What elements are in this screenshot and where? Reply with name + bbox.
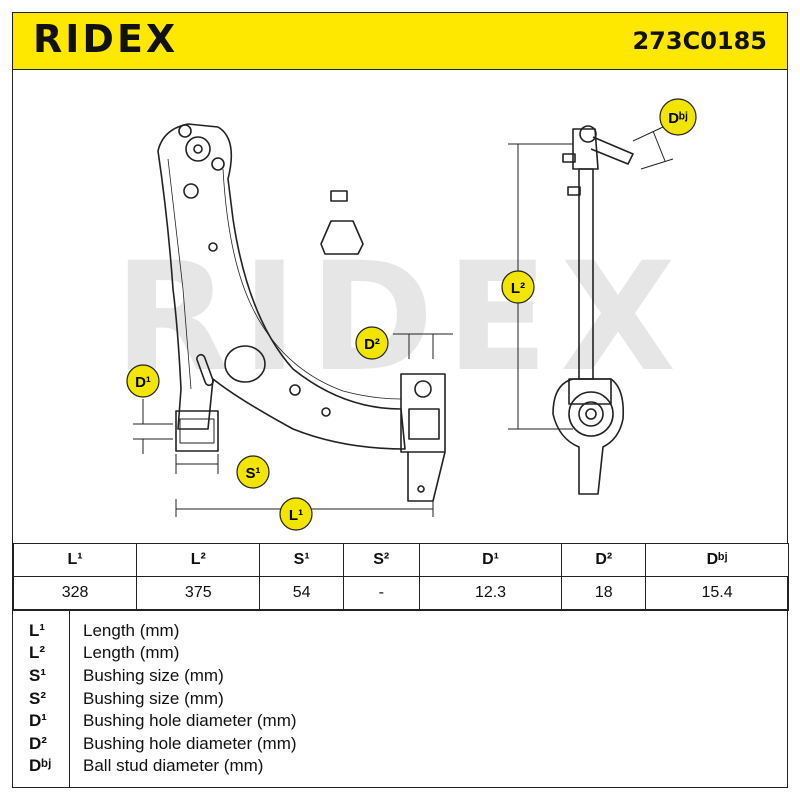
legend-symbol: L²	[29, 643, 46, 662]
svg-text:Dᵇʲ: Dᵇʲ	[668, 110, 688, 127]
table-header-cell: Dᵇʲ	[645, 543, 789, 577]
table-header-cell: S²	[342, 543, 420, 577]
legend-item: D² Bushing hole diameter (mm)	[13, 734, 789, 756]
specification-table: L¹ L² S¹ S² D¹ D² Dᵇʲ 328 375 54 - 12.3 …	[12, 543, 789, 610]
label-d2: D²	[355, 326, 389, 360]
part-number: 273C0185	[632, 27, 767, 55]
control-arm-outline	[157, 123, 406, 450]
legend-symbol: D²	[29, 734, 47, 753]
datasheet: RIDEX 273C0185 RIDEX	[12, 12, 789, 788]
table-header-row: L¹ L² S¹ S² D¹ D² Dᵇʲ	[12, 543, 789, 577]
left-bushing	[175, 410, 219, 452]
svg-text:S¹: S¹	[246, 465, 261, 482]
legend-item: L² Length (mm)	[13, 643, 789, 665]
legend-text: Bushing hole diameter (mm)	[83, 734, 297, 753]
svg-text:D²: D²	[364, 336, 380, 353]
legend-text: Bushing size (mm)	[83, 666, 224, 685]
legend-text: Bushing hole diameter (mm)	[83, 711, 297, 730]
table-cell: 328	[12, 576, 138, 610]
technical-drawing: RIDEX	[13, 69, 789, 543]
svg-text:L¹: L¹	[289, 507, 303, 524]
header-bar: RIDEX 273C0185	[13, 13, 787, 70]
legend-symbol: D¹	[29, 711, 47, 730]
legend-text: Length (mm)	[83, 621, 180, 640]
table-header-cell: D²	[561, 543, 647, 577]
legend-symbol: Dᵇʲ	[29, 756, 52, 775]
label-s1: S¹	[236, 455, 270, 489]
table-cell: -	[342, 576, 420, 610]
right-bushing	[400, 373, 446, 453]
legend-symbol: S²	[29, 689, 46, 708]
legend-item: Dᵇʲ Ball stud diameter (mm)	[13, 756, 789, 778]
legend: L¹ Length (mm) L² Length (mm) S¹ Bushing…	[13, 610, 789, 788]
label-dbj: Dᵇʲ	[659, 98, 697, 136]
table-header-cell: D¹	[418, 543, 563, 577]
legend-item: S¹ Bushing size (mm)	[13, 666, 789, 688]
legend-symbol: L¹	[29, 621, 46, 640]
svg-text:L²: L²	[511, 280, 525, 297]
legend-text: Ball stud diameter (mm)	[83, 756, 264, 775]
label-d1: D¹	[126, 364, 160, 398]
legend-item: S² Bushing size (mm)	[13, 689, 789, 711]
legend-divider	[69, 611, 70, 788]
legend-symbol: S¹	[29, 666, 46, 685]
table-header-cell: L¹	[12, 543, 138, 577]
legend-text: Length (mm)	[83, 643, 180, 662]
table-cell: 12.3	[418, 576, 563, 610]
table-cell: 18	[561, 576, 647, 610]
watermark-text: RIDEX	[114, 231, 688, 405]
brand-logo: RIDEX	[33, 17, 179, 61]
table-cell: 375	[136, 576, 261, 610]
legend-item: D¹ Bushing hole diameter (mm)	[13, 711, 789, 733]
table-row: 328 375 54 - 12.3 18 15.4	[12, 576, 789, 610]
legend-text: Bushing size (mm)	[83, 689, 224, 708]
svg-text:D¹: D¹	[135, 374, 151, 391]
table-cell: 54	[259, 576, 344, 610]
table-header-cell: S¹	[259, 543, 344, 577]
bushing-cone	[320, 220, 364, 255]
label-l1: L¹	[279, 497, 313, 531]
table-cell: 15.4	[645, 576, 789, 610]
label-l2: L²	[501, 270, 535, 304]
legend-item: L¹ Length (mm)	[13, 621, 789, 643]
table-header-cell: L²	[136, 543, 261, 577]
